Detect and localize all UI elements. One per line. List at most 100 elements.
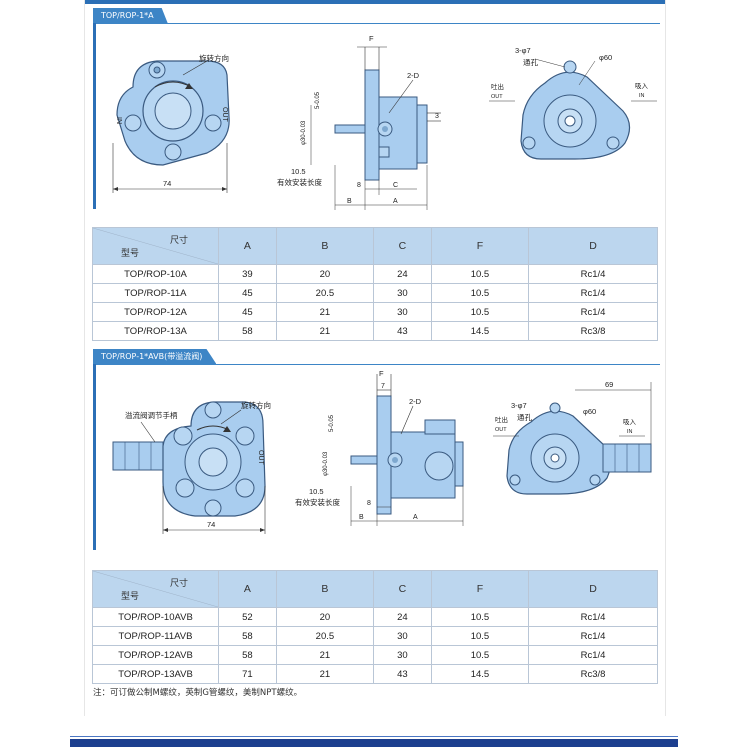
value-cell-b: 20 <box>275 264 375 284</box>
value-cell-a: 52 <box>218 607 277 627</box>
rotation-label-2: 旋转方向 <box>241 400 271 410</box>
top-accent-bar <box>85 0 665 4</box>
value-cell-c: 30 <box>373 645 432 665</box>
value-cell-a: 45 <box>218 302 277 322</box>
model-cell: TOP/ROP-10A <box>92 264 219 284</box>
dim-c-label-1: C <box>393 182 398 189</box>
suction-label-2: 吸入 <box>623 418 637 426</box>
value-cell-f: 10.5 <box>430 645 530 665</box>
dim-69-label: 69 <box>605 380 613 389</box>
out-port-label-1: OUT <box>221 107 228 123</box>
effective-length-label-1: 有效安装长度 <box>277 177 322 187</box>
value-cell-d: Rc3/8 <box>528 321 658 341</box>
suction-en-label-2: IN <box>627 429 633 435</box>
bottom-rule <box>70 736 678 737</box>
side-view-2: F 7 2-D φ30-0.03 5-0.05 10.5 有效安装长度 8 B … <box>295 369 464 526</box>
column-header-c: C <box>373 570 432 608</box>
corner-model-label: 型号 <box>121 248 140 258</box>
value-cell-b: 20 <box>275 607 375 627</box>
holes-label-1: 3-φ7 <box>515 46 531 55</box>
model-cell: TOP/ROP-13AVB <box>92 664 219 684</box>
table-row: TOP/ROP-12AVB 58 21 30 10.5 Rc1/4 <box>92 645 658 665</box>
width-74-label-2: 74 <box>207 520 215 529</box>
dim-f-label-2: F <box>379 369 384 378</box>
table-header-row: 尺寸 型号 A B C F D <box>92 570 658 608</box>
value-cell-f: 10.5 <box>430 302 530 322</box>
value-cell-c: 43 <box>373 664 432 684</box>
front-view-1: 旋转方向 IN OUT 74 <box>112 53 230 193</box>
value-cell-c: 24 <box>373 264 432 284</box>
dim-8-label-1: 8 <box>357 182 361 189</box>
discharge-en-label-1: OUT <box>491 94 503 100</box>
value-cell-f: 14.5 <box>430 664 530 684</box>
relief-handle-label: 溢流阀调节手柄 <box>125 410 178 420</box>
column-header-f: F <box>430 227 530 265</box>
corner-model-label: 型号 <box>121 591 140 601</box>
front-view-2: 旋转方向 溢流阀调节手柄 OUT 74 <box>112 400 271 534</box>
value-cell-d: Rc3/8 <box>528 664 658 684</box>
in-port-label-1: IN <box>115 117 122 124</box>
shaft-dia-label-1: φ30-0.03 <box>301 120 307 145</box>
value-cell-c: 30 <box>373 626 432 646</box>
value-cell-a: 58 <box>218 321 277 341</box>
side-view-1: F 2-D 3 φ30-0.03 5-0.05 10.5 有效安装长度 8 C … <box>277 34 441 210</box>
model-cell: TOP/ROP-10AVB <box>92 607 219 627</box>
corner-diagonal <box>93 571 218 607</box>
dim-7-label-2: 7 <box>381 383 385 390</box>
model-cell: TOP/ROP-12AVB <box>92 645 219 665</box>
through-label-1: 通孔 <box>523 57 538 67</box>
value-cell-a: 39 <box>218 264 277 284</box>
section-1-side-bar <box>93 23 96 209</box>
model-cell: TOP/ROP-11AVB <box>92 626 219 646</box>
dim-105-label-2: 10.5 <box>309 487 324 496</box>
value-cell-f: 10.5 <box>430 283 530 303</box>
spec-table-2: 尺寸 型号 A B C F D TOP/ROP-10AVB 52 20 24 1… <box>92 570 658 684</box>
through-label-2: 通孔 <box>517 412 532 422</box>
dim-3-label-1: 3 <box>435 113 439 120</box>
value-cell-a: 71 <box>218 664 277 684</box>
table-row: TOP/ROP-13A 58 21 43 14.5 Rc3/8 <box>92 321 658 341</box>
column-header-a: A <box>218 570 277 608</box>
table-row: TOP/ROP-13AVB 71 21 43 14.5 Rc3/8 <box>92 664 658 684</box>
table-header-row: 尺寸 型号 A B C F D <box>92 227 658 265</box>
suction-en-label-1: IN <box>639 93 645 99</box>
value-cell-b: 21 <box>275 645 375 665</box>
value-cell-f: 10.5 <box>430 264 530 284</box>
dim-a-label-1: A <box>393 198 398 205</box>
table-row: TOP/ROP-10AVB 52 20 24 10.5 Rc1/4 <box>92 607 658 627</box>
dim-a-label-2: A <box>413 514 418 521</box>
model-cell: TOP/ROP-11A <box>92 283 219 303</box>
dim-b-label-2: B <box>359 514 364 521</box>
column-header-a: A <box>218 227 277 265</box>
corner-size-label: 尺寸 <box>169 235 188 245</box>
shaft-dia-label-2: φ30-0.03 <box>323 451 329 476</box>
value-cell-c: 24 <box>373 607 432 627</box>
column-header-c: C <box>373 227 432 265</box>
dia-60-label-1: φ60 <box>599 53 612 62</box>
value-cell-a: 58 <box>218 626 277 646</box>
value-cell-f: 10.5 <box>430 626 530 646</box>
dim-105-label-1: 10.5 <box>291 167 306 176</box>
value-cell-b: 20.5 <box>275 283 375 303</box>
effective-length-label-2: 有效安装长度 <box>295 497 340 507</box>
dim-f-label-1: F <box>369 34 374 43</box>
value-cell-d: Rc1/4 <box>528 645 658 665</box>
column-header-d: D <box>528 227 658 265</box>
section-1-rule <box>93 23 660 24</box>
holes-label-2: 3-φ7 <box>511 401 527 410</box>
key-dia-label-2: 5-0.05 <box>329 414 335 432</box>
width-74-label-1: 74 <box>163 179 171 188</box>
section-2-title: TOP/ROP-1*AVB(带溢流阀) <box>93 349 217 364</box>
value-cell-b: 20.5 <box>275 626 375 646</box>
bottom-band <box>70 739 678 747</box>
value-cell-f: 10.5 <box>430 607 530 627</box>
dim-2d-label-1: 2-D <box>407 71 420 80</box>
thread-note: 注：可订做公制M螺纹，英制G管螺纹，美制NPT螺纹。 <box>93 688 303 698</box>
value-cell-f: 14.5 <box>430 321 530 341</box>
discharge-label-2: 吐出 <box>495 415 508 424</box>
dim-b-label-1: B <box>347 198 352 205</box>
section-1-drawings: 旋转方向 IN OUT 74 F 2-D 3 φ30-0.03 5-0.05 1… <box>112 34 657 210</box>
discharge-en-label-2: OUT <box>495 427 507 433</box>
spec-table-1: 尺寸 型号 A B C F D TOP/ROP-10A 39 20 24 10.… <box>92 227 658 341</box>
rear-view-2: 69 3-φ7 通孔 φ60 吐出 OUT 吸入 IN <box>493 380 652 495</box>
